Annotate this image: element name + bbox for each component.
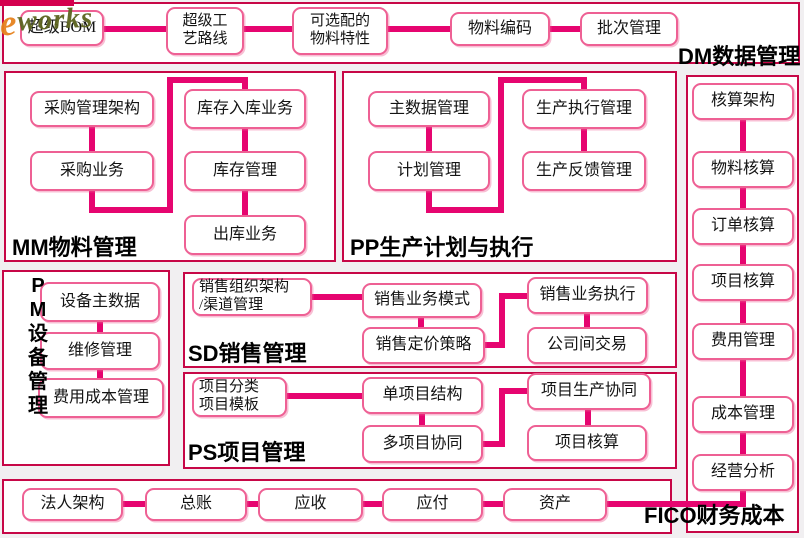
- connector: [97, 370, 103, 378]
- node-inventory: 库存管理: [184, 151, 306, 191]
- connector: [426, 207, 504, 213]
- connector: [89, 207, 173, 213]
- connector: [740, 188, 746, 208]
- node-prod-feedback: 生产反馈管理: [522, 151, 646, 191]
- node-super-routing: 超级工 艺路线: [166, 7, 244, 55]
- node-pricing: 销售定价策略: [362, 327, 485, 364]
- connector: [419, 414, 425, 425]
- node-prod-exec: 生产执行管理: [522, 89, 646, 129]
- node-single-proj: 单项目结构: [362, 377, 483, 414]
- connector: [585, 410, 591, 425]
- node-multi-proj: 多项目协同: [362, 425, 483, 463]
- eworks-watermark: eworks: [0, 0, 94, 45]
- connector: [740, 433, 746, 454]
- node-sales-org: 销售组织架构 /渠道管理: [192, 278, 312, 316]
- eworks-word: works: [16, 1, 95, 38]
- connector: [97, 322, 103, 332]
- connector: [89, 127, 95, 151]
- node-inbound: 库存入库业务: [184, 89, 306, 129]
- connector: [740, 491, 746, 507]
- node-configurable-material: 可选配的 物料特性: [292, 7, 388, 55]
- top-left-accent-bar: [0, 0, 74, 6]
- connector: [740, 360, 746, 396]
- node-general-ledger: 总账: [145, 488, 247, 521]
- node-acct-arch: 核算架构: [692, 83, 794, 120]
- label-sd: SD销售管理: [188, 341, 307, 366]
- label-dm: DM数据管理: [678, 44, 801, 69]
- connector: [242, 191, 248, 215]
- node-material-code: 物料编码: [450, 12, 550, 46]
- node-proj-acct: 项目核算: [527, 425, 647, 461]
- connector: [426, 127, 432, 151]
- node-expense-mgmt: 费用管理: [692, 323, 794, 360]
- node-maintenance: 维修管理: [40, 332, 160, 370]
- node-purchase-biz: 采购业务: [30, 151, 154, 191]
- label-fico: FICO财务成本: [644, 503, 785, 528]
- connector: [740, 120, 746, 151]
- connector: [242, 129, 248, 151]
- node-equip-master: 设备主数据: [40, 282, 160, 322]
- label-pm: P M 设 备 管 理: [28, 275, 48, 417]
- node-order-acct: 订单核算: [692, 208, 794, 245]
- connector: [312, 294, 362, 300]
- connector: [581, 77, 587, 91]
- connector: [499, 293, 505, 348]
- node-biz-analysis: 经营分析: [692, 454, 794, 491]
- node-plan: 计划管理: [368, 151, 490, 191]
- connector: [242, 77, 248, 91]
- node-master-data: 主数据管理: [368, 91, 490, 127]
- connector: [581, 129, 587, 151]
- node-cost-mgmt: 成本管理: [692, 396, 794, 433]
- connector: [123, 501, 145, 507]
- node-material-acct: 物料核算: [692, 151, 794, 188]
- connector: [287, 393, 362, 399]
- node-batch-mgmt: 批次管理: [580, 12, 678, 46]
- connector: [247, 501, 258, 507]
- node-project-acct: 项目核算: [692, 264, 794, 301]
- label-mm: MM物料管理: [12, 235, 137, 260]
- connector: [498, 77, 504, 213]
- connector: [426, 191, 432, 213]
- connector: [505, 388, 527, 394]
- connector: [607, 501, 746, 507]
- node-assets: 资产: [503, 488, 607, 521]
- node-sales-exec: 销售业务执行: [527, 277, 648, 314]
- connector: [498, 77, 587, 83]
- connector: [740, 301, 746, 323]
- node-outbound: 出库业务: [184, 215, 306, 255]
- connector: [167, 77, 248, 83]
- node-accounts-receivable: 应收: [258, 488, 363, 521]
- node-interco: 公司间交易: [527, 327, 647, 364]
- connector: [505, 293, 527, 299]
- connector: [483, 441, 503, 447]
- connector: [363, 501, 382, 507]
- connector: [499, 388, 505, 447]
- node-sales-mode: 销售业务模式: [362, 283, 482, 318]
- connector: [485, 342, 505, 348]
- node-proj-prod: 项目生产协同: [527, 373, 651, 410]
- connector: [167, 77, 173, 213]
- node-legal-arch: 法人架构: [22, 488, 123, 521]
- node-proj-class: 项目分类 项目模板: [192, 377, 287, 417]
- label-ps: PS项目管理: [188, 440, 306, 465]
- node-accounts-payable: 应付: [382, 488, 483, 521]
- connector: [584, 314, 590, 327]
- node-purchase-org: 采购管理架构: [30, 91, 154, 127]
- connector: [740, 245, 746, 264]
- connector: [418, 318, 424, 327]
- label-pp: PP生产计划与执行: [350, 235, 534, 260]
- node-super-bom: 超级BOM: [20, 10, 104, 46]
- connector: [89, 191, 95, 213]
- connector: [483, 501, 503, 507]
- node-expense-cost: 费用成本管理: [38, 378, 164, 418]
